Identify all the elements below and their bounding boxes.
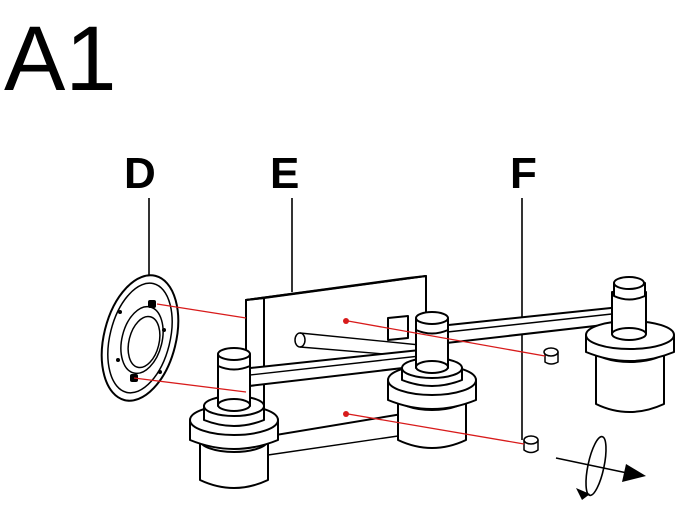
rotate-arrow-icon	[555, 435, 646, 500]
center-lamp-holder	[387, 311, 477, 449]
plate-hole-bottom	[343, 411, 349, 417]
callout-e: E	[270, 149, 299, 198]
plate-hole-top	[343, 318, 349, 324]
cover-plate	[100, 274, 180, 402]
callout-d: D	[124, 149, 156, 198]
callout-f: F	[510, 149, 537, 198]
screw-bottom	[523, 435, 539, 454]
assembly-guides	[133, 303, 546, 445]
step-title: A1	[4, 8, 117, 110]
screw-top	[543, 347, 559, 365]
left-lamp-holder	[189, 347, 279, 489]
right-lamp-holder	[585, 276, 675, 413]
